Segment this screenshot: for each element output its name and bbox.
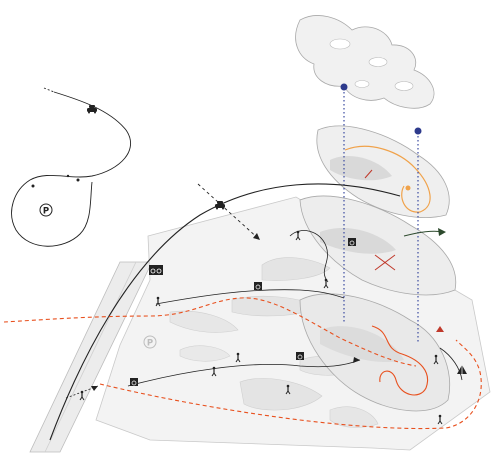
- pedestrian-icon: [433, 354, 439, 365]
- pedestrian-icon: [211, 366, 217, 377]
- wheelchair-icon: [296, 352, 304, 360]
- arrow-head: [253, 233, 260, 240]
- pedestrian-icon: [155, 296, 161, 307]
- car-arrival-arrow: [197, 183, 261, 241]
- upper-floor-route: [344, 145, 431, 213]
- car-icon: [87, 105, 97, 114]
- middle-floor-route: [364, 169, 396, 271]
- upper-floor-route-point: [405, 185, 411, 191]
- visitor-route-dashed: [3, 297, 417, 367]
- blue-pin-icon: [340, 83, 348, 91]
- camping-icon: [457, 365, 467, 374]
- pedestrian-route-3: [289, 230, 329, 283]
- blue-pin-icon: [414, 127, 422, 135]
- bicycle-icon: [149, 265, 163, 275]
- site-parking-icon: P: [143, 335, 157, 349]
- ground-platform: [95, 196, 491, 451]
- arrow-head: [438, 228, 446, 236]
- ground-floor-winding-route: [371, 325, 428, 396]
- parking-label: P: [43, 207, 49, 217]
- wheelchair-icon: [254, 282, 262, 290]
- pedestrian-route-2: [155, 289, 345, 305]
- vertical-connection-left: [340, 83, 348, 324]
- parking-icon: P: [39, 203, 53, 217]
- highway: [29, 261, 153, 453]
- vehicle-route-arc: [49, 183, 401, 441]
- roof-canopy: [295, 15, 435, 109]
- wheelchair-icon: [130, 378, 138, 386]
- pedestrian-icon: [437, 414, 443, 425]
- parking-loop: [11, 87, 131, 247]
- pedestrian-icon: [235, 352, 241, 363]
- arrow-head: [353, 357, 360, 363]
- visitor-route-dashed-lower: [99, 339, 482, 430]
- pedestrian-icon: [285, 384, 291, 395]
- pedestrian-route-1: [127, 359, 361, 387]
- site-parking-label: P: [147, 339, 153, 349]
- pedestrian-icon: [79, 390, 85, 401]
- arrow-head: [91, 386, 98, 391]
- building-layers: [295, 15, 457, 412]
- pedestrian-icon: [295, 230, 301, 241]
- pedestrian-route-4: [439, 347, 463, 381]
- wheelchair-icon: [348, 238, 356, 246]
- red-flag-icon: [436, 326, 444, 332]
- pedestrian-icon: [323, 278, 329, 289]
- vertical-connection-right: [414, 127, 422, 344]
- car-icon: [215, 201, 225, 210]
